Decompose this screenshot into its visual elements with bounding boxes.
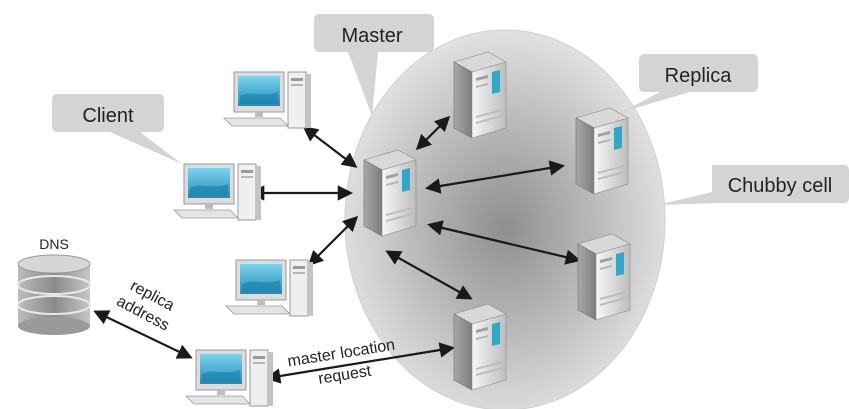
chubby-cell-callout: Chubby cell bbox=[658, 165, 849, 205]
master-server-icon bbox=[363, 149, 417, 237]
client-callout: Client bbox=[52, 94, 182, 164]
chubby-cell-label: Chubby cell bbox=[728, 175, 833, 197]
master-location-request-label: master location request bbox=[286, 337, 396, 388]
replica-server-icon bbox=[575, 107, 629, 195]
arrow-master-replica1 bbox=[415, 115, 451, 151]
arrow-master-replica3 bbox=[427, 220, 581, 265]
client-computer-icon bbox=[173, 163, 262, 221]
client-label: Client bbox=[82, 105, 134, 127]
arrow-master-replica2 bbox=[424, 160, 566, 194]
replica-label: Replica bbox=[665, 65, 733, 87]
replica-server-icon bbox=[577, 233, 631, 321]
arrow-client-replica-request bbox=[264, 342, 456, 384]
arrow-client1-master bbox=[302, 126, 358, 168]
connection-arrows bbox=[93, 115, 581, 384]
replica-server-icon bbox=[453, 303, 507, 391]
replica-callout: Replica bbox=[622, 54, 758, 112]
arrow-client3-master bbox=[307, 215, 359, 267]
master-callout: Master bbox=[314, 14, 434, 116]
arrow-master-replica4 bbox=[385, 250, 473, 300]
client-computer-icon bbox=[223, 71, 312, 129]
replica-server-icon bbox=[453, 51, 507, 139]
arrow-dns-client bbox=[93, 310, 193, 359]
master-label: Master bbox=[341, 25, 402, 47]
client-computer-icon bbox=[225, 259, 314, 317]
dns-label: DNS bbox=[39, 236, 69, 252]
client-computer-icon bbox=[185, 349, 274, 407]
svg-text:request: request bbox=[317, 363, 373, 388]
dns-database-icon bbox=[17, 254, 91, 335]
